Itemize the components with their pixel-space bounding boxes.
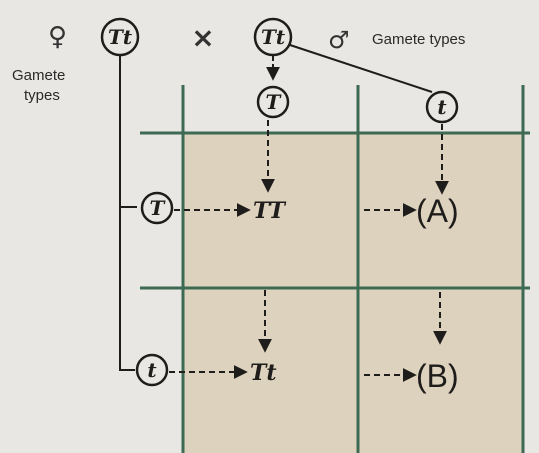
male-gamete-circle-t [425,90,459,124]
male-to-t-line [289,44,433,93]
female-gamete-T: T [150,196,167,220]
cell-r1c1-genotype: TT [253,198,287,224]
cell-r1c2-label: (A) [416,193,459,229]
female-parent-circle [100,17,140,57]
cell-background-r2c1 [183,288,358,453]
female-gamete-circle-t [135,353,169,387]
male-parent-circle [253,17,293,57]
cell-r2c2-label: (B) [416,358,459,394]
female-gamete-t: t [147,358,157,382]
male-gamete-circle-T [256,85,290,119]
female-gamete-circle-T [140,191,174,225]
male-parent-genotype: Tt [261,25,286,49]
cell-background-r1c1 [183,133,358,288]
male-gamete-label: Gamete types [372,31,465,48]
female-gamete-label-line1: Gamete [12,67,65,84]
female-gamete-label-line2: types [24,87,60,104]
female-parent-genotype: Tt [108,25,133,49]
punnett-grid [140,85,530,453]
male-symbol: ♂ [328,26,350,54]
male-gamete-t: t [437,95,447,119]
male-gamete-T: T [266,90,283,114]
female-symbol: ♀ [48,22,67,52]
cell-r2c1-genotype: Tt [250,360,277,386]
female-gamete-bracket [119,56,137,371]
cross-symbol: × [191,21,214,54]
